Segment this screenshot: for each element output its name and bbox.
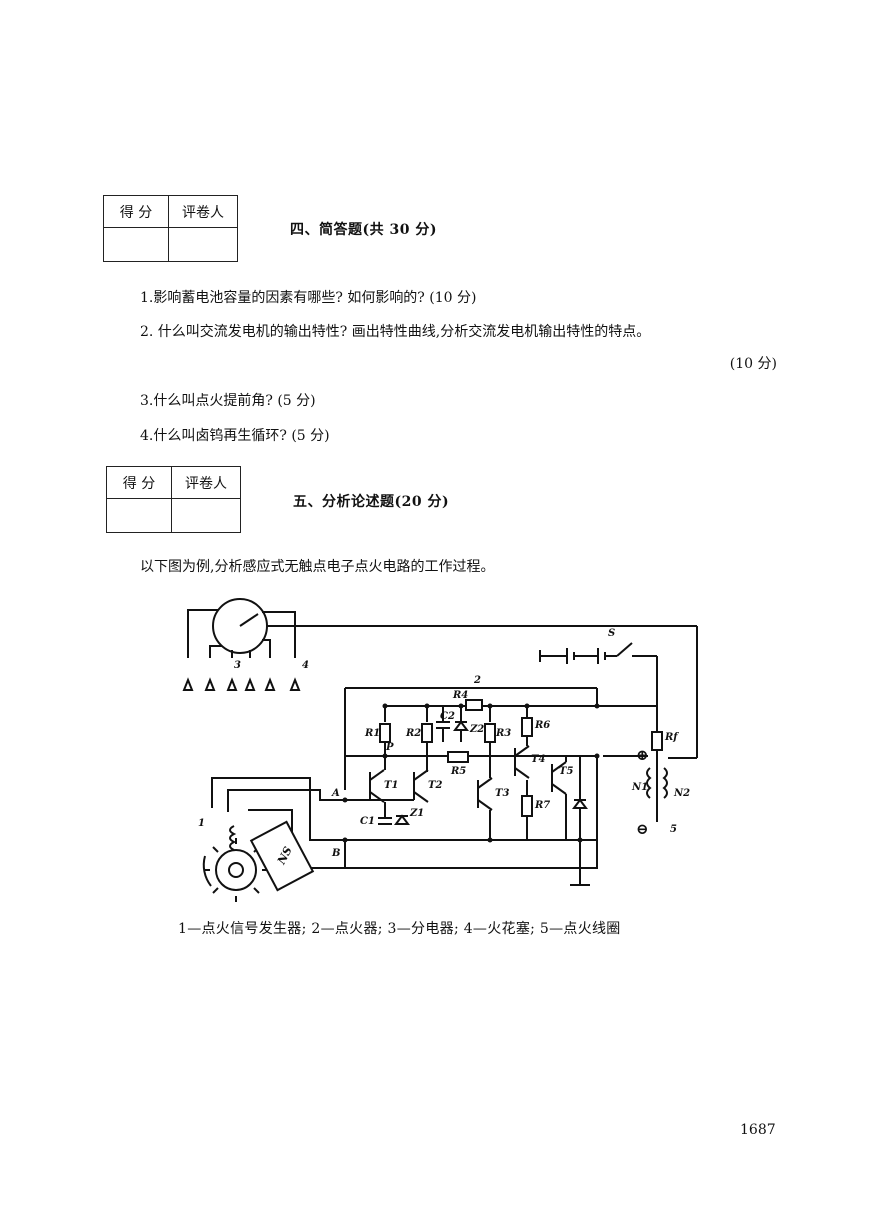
resistor-r6 (521, 717, 533, 737)
label-t3: T3 (495, 788, 509, 799)
label-t2: T2 (428, 780, 442, 791)
zener-z1 (394, 814, 410, 825)
label-r1: R1 (364, 728, 380, 739)
question-4: 4.什么叫卤钨再生循环? (5 分) (140, 428, 330, 444)
label-2: 2 (473, 675, 481, 686)
grader-cell (171, 498, 241, 533)
section4-title: 四、简答题(共 30 分) (290, 222, 437, 238)
score-header: 得 分 (103, 195, 169, 228)
resistor-r7 (521, 795, 533, 817)
question-2-score: (10 分) (729, 356, 777, 372)
zener-z3 (572, 798, 588, 809)
grader-header: 评卷人 (171, 466, 241, 499)
distributor-rotor (239, 613, 259, 627)
label-n2: N2 (673, 788, 690, 799)
resistor-r3 (484, 723, 496, 743)
question-3: 3.什么叫点火提前角? (5 分) (140, 393, 316, 409)
label-b: B (331, 848, 340, 859)
score-cell (106, 498, 172, 533)
label-r5: R5 (450, 766, 466, 777)
grader-cell (168, 227, 238, 262)
ignition-switch (616, 642, 633, 657)
score-table-1: 得 分 评卷人 (103, 195, 238, 262)
section5-intro: 以下图为例,分析感应式无触点电子点火电路的工作过程。 (140, 559, 495, 575)
label-s: S (608, 628, 615, 639)
minus-terminal: ⊖ (636, 820, 649, 838)
label-c1: C1 (360, 816, 375, 827)
label-z2: Z2 (469, 724, 484, 735)
label-5: 5 (670, 824, 677, 835)
question-1: 1.影响蓄电池容量的因素有哪些? 如何影响的? (10 分) (140, 290, 477, 306)
label-c2: C2 (440, 711, 455, 722)
label-r6: R6 (534, 720, 550, 731)
label-t1: T1 (384, 780, 398, 791)
ignition-coil (646, 767, 652, 799)
resistor-r2 (421, 723, 433, 743)
label-r3: R3 (495, 728, 511, 739)
label-1: 1 (198, 818, 205, 829)
label-3: 3 (234, 660, 241, 671)
label-t4: T4 (531, 754, 545, 765)
diagram-caption: 1—点火信号发生器; 2—点火器; 3—分电器; 4—火花塞; 5—点火线圈 (178, 921, 621, 937)
label-n1: N1 (631, 782, 648, 793)
label-p: P (385, 742, 394, 753)
question-2: 2. 什么叫交流发电机的输出特性? 画出特性曲线,分析交流发电机输出特性的特点。 (140, 324, 651, 340)
label-r2: R2 (405, 728, 421, 739)
label-a: A (331, 788, 340, 799)
label-4: 4 (302, 660, 309, 671)
magnet (249, 820, 315, 892)
label-r7: R7 (534, 800, 550, 811)
score-table-2: 得 分 评卷人 (106, 466, 241, 533)
plus-terminal: ⊕ (636, 746, 649, 764)
resistor-rf (651, 731, 663, 751)
signal-rotor (215, 849, 257, 891)
label-t5: T5 (559, 766, 573, 777)
resistor-r1 (379, 723, 391, 743)
resistor-r4 (465, 699, 483, 711)
section5-title: 五、分析论述题(20 分) (293, 494, 450, 510)
label-z1: Z1 (409, 808, 424, 819)
grader-header: 评卷人 (168, 195, 238, 228)
score-header: 得 分 (106, 466, 172, 499)
zener-z2 (453, 720, 469, 731)
label-rf: Rf (664, 732, 679, 743)
label-r4: R4 (452, 690, 468, 701)
resistor-r5 (447, 751, 469, 763)
page-number: 1687 (740, 1122, 776, 1138)
